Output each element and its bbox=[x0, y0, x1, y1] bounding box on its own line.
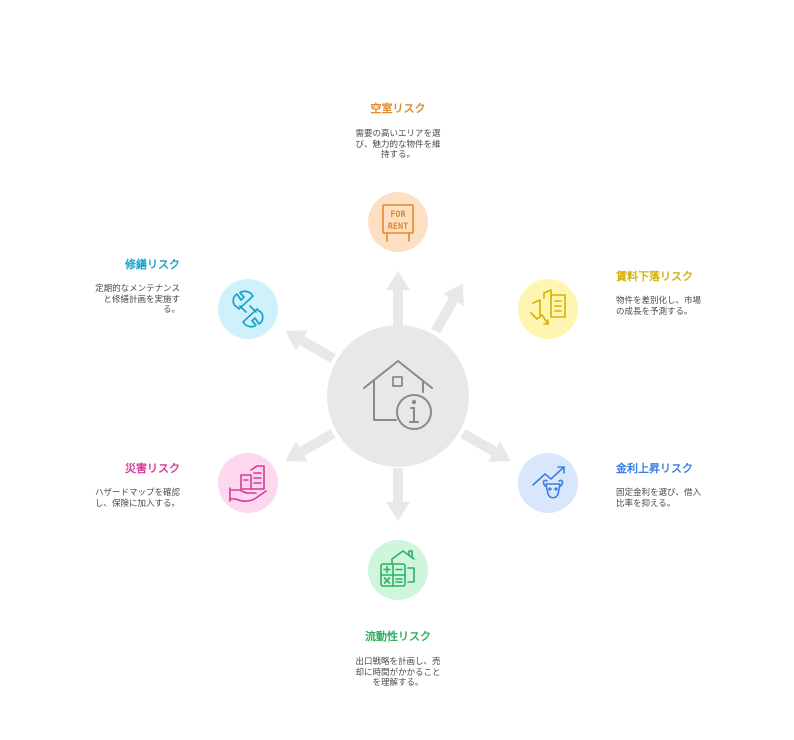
desc-vacancy: 需要の高いエリアを選 び、魅力的な物件を維 持する。 bbox=[355, 129, 441, 160]
arrow-down bbox=[386, 468, 410, 521]
bull-market-icon bbox=[532, 466, 565, 499]
building-decline-icon bbox=[530, 289, 566, 325]
desc-rent-decline: 物件を差別化し、市場 の成長を予測する。 bbox=[616, 296, 702, 317]
desc-repair: 定期的なメンテナンス と修繕計画を実施す る。 bbox=[95, 284, 180, 315]
arrow-lower-left bbox=[285, 429, 336, 462]
desc-liquidity: 出口戦略を計画し、売 却に時間がかかること を理解する。 bbox=[355, 657, 441, 688]
svg-text:FOR: FOR bbox=[390, 210, 406, 220]
arrow-upper-right bbox=[431, 283, 464, 334]
for-rent-sign-icon: FOR RENT bbox=[382, 204, 414, 242]
title-repair: 修繕リスク bbox=[125, 258, 180, 271]
desc-disaster: ハザードマップを確認 し、保険に加入する。 bbox=[94, 488, 180, 509]
arrow-lower-right bbox=[460, 429, 511, 462]
house-calculator-icon bbox=[380, 550, 415, 587]
house-info-icon bbox=[363, 360, 433, 430]
node-repair bbox=[218, 279, 278, 339]
arrows bbox=[285, 271, 511, 521]
node-rent-decline bbox=[518, 279, 578, 339]
svg-text:RENT: RENT bbox=[388, 222, 408, 232]
wrench-icon bbox=[232, 290, 264, 328]
node-interest-rise bbox=[518, 453, 578, 513]
title-vacancy: 空室リスク bbox=[370, 102, 426, 115]
arrow-up bbox=[386, 271, 410, 326]
title-rent-decline: 賃料下落リスク bbox=[616, 270, 693, 283]
title-liquidity: 流動性リスク bbox=[365, 630, 431, 643]
hand-buildings-icon bbox=[229, 465, 267, 502]
arrow-upper-left bbox=[285, 330, 336, 363]
center-hub bbox=[327, 325, 469, 467]
title-disaster: 災害リスク bbox=[125, 462, 180, 475]
desc-interest-rise: 固定金利を選び、借入 比率を抑える。 bbox=[616, 488, 702, 509]
title-interest-rise: 金利上昇リスク bbox=[616, 462, 693, 475]
node-disaster bbox=[218, 453, 278, 513]
